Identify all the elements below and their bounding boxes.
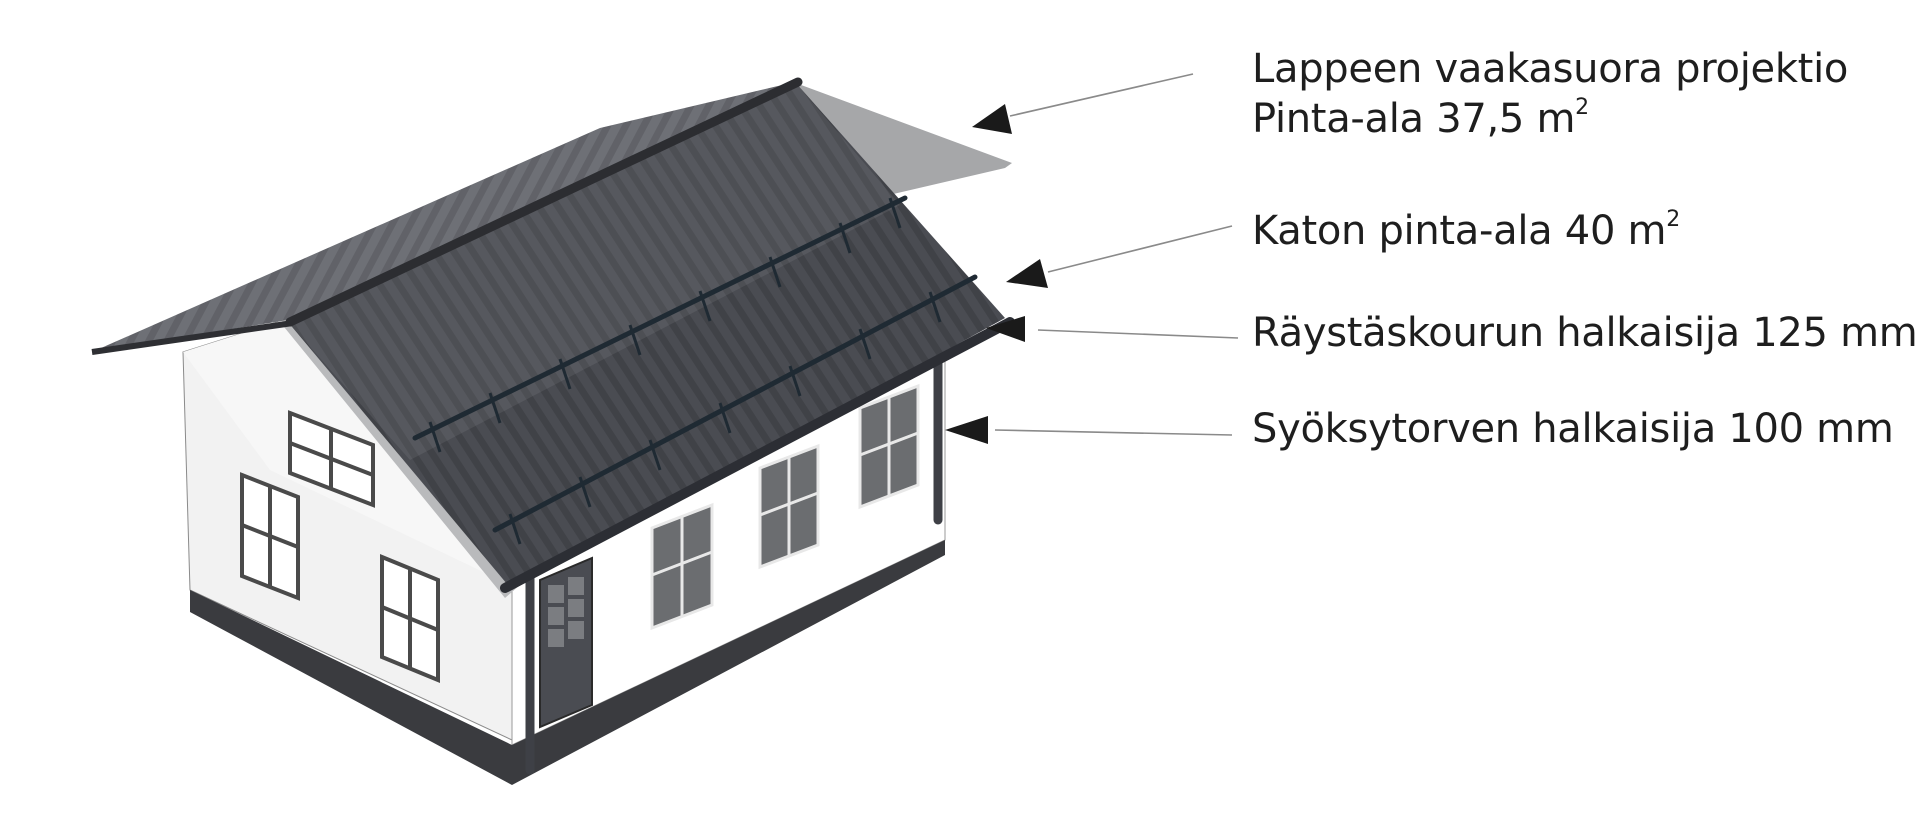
leader-lines <box>994 73 1239 436</box>
arrowheads <box>945 104 1048 444</box>
door <box>539 556 593 729</box>
label-gutter-diameter: Räystäskourun halkaisija 125 mm <box>1252 310 1918 356</box>
label-horizontal-projection: Lappeen vaakasuora projektio Pinta-ala 3… <box>1252 44 1848 144</box>
roof-ridge <box>285 77 803 327</box>
arrow-roof-area <box>1006 259 1048 288</box>
label-projection-line1: Lappeen vaakasuora projektio <box>1252 46 1849 92</box>
label-downpipe-diameter: Syöksytorven halkaisija 100 mm <box>1252 406 1894 452</box>
snow-guards <box>412 195 978 533</box>
gable-windows <box>240 410 440 683</box>
downpipes <box>525 335 943 775</box>
arrow-projection <box>972 104 1012 134</box>
front-windows <box>650 383 920 631</box>
eaves-gutter <box>500 317 1015 593</box>
label-roof-area: Katon pinta-ala 40 m2 <box>1252 207 1680 254</box>
label-projection-line2: Pinta-ala 37,5 m2 <box>1252 95 1589 142</box>
plinth <box>190 540 945 785</box>
arrow-gutter <box>986 316 1025 342</box>
arrow-downpipe <box>945 416 988 444</box>
